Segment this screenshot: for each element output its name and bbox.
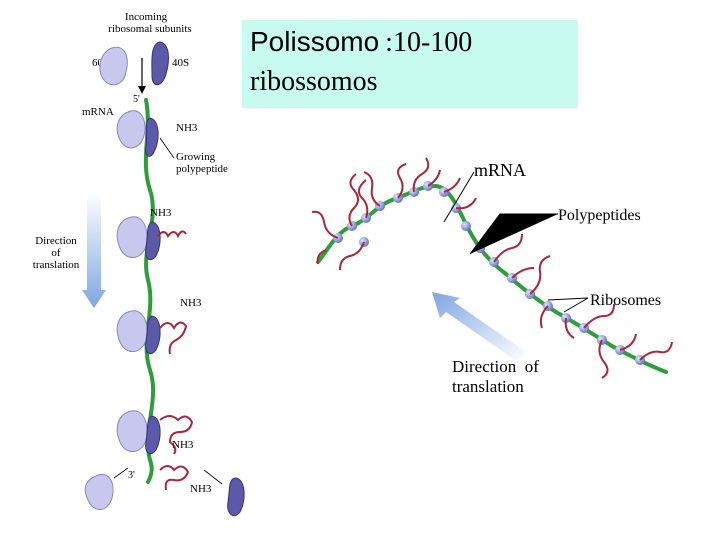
released-large-subunit: [85, 474, 113, 509]
right-panel: mRNA Polypeptides Ribosomes Direction of…: [312, 158, 672, 396]
incoming-label-1: Incoming: [125, 11, 168, 23]
ribosome-3: [117, 311, 186, 354]
released-polypeptide: [160, 466, 188, 490]
leader-lines: [444, 172, 588, 312]
direction-label-right-1: Direction of: [452, 357, 539, 376]
release-arrow-right: [204, 470, 222, 484]
direction-label-left-2: of: [51, 247, 61, 259]
five-prime-label: 5': [133, 94, 140, 105]
three-prime-label: 3': [128, 470, 135, 481]
growing-leader: [160, 138, 174, 158]
subunit-40s-label: 40S: [172, 57, 189, 69]
nh3-label-4: NH3: [172, 439, 194, 451]
left-panel: Incoming ribosomal subunits 60S 40S 5' m…: [33, 11, 244, 516]
growing-label-2: polypeptide: [176, 163, 228, 175]
direction-label-right-2: translation: [452, 377, 524, 396]
nh3-label-2: NH3: [150, 207, 172, 219]
polypeptides-label: Polypeptides: [558, 207, 641, 224]
nh3-label-5: NH3: [190, 483, 212, 495]
ribosomes-label: Ribosomes: [590, 292, 661, 309]
direction-arrow-left: [82, 192, 106, 308]
incoming-small-subunit: [152, 42, 169, 85]
incoming-arrowhead: [138, 86, 146, 94]
nh3-label-1: NH3: [176, 122, 198, 134]
mrna-label-left: mRNA: [82, 106, 114, 118]
incoming-large-subunit: [100, 47, 127, 84]
ribosome-2: [117, 217, 186, 260]
direction-arrow-right: [432, 292, 526, 362]
direction-label-left-1: Direction: [35, 235, 77, 247]
release-arrow-left: [114, 468, 128, 478]
incoming-label-2: ribosomal subunits: [108, 23, 191, 35]
released-small-subunit: [228, 478, 244, 516]
direction-label-left-3: translation: [33, 259, 80, 271]
polypeptide-chains: [312, 158, 672, 378]
nh3-label-3: NH3: [180, 297, 202, 309]
growing-label-1: Growing: [176, 151, 216, 163]
mrna-label-right: mRNA: [474, 160, 526, 180]
ribosome-1: [117, 111, 158, 157]
